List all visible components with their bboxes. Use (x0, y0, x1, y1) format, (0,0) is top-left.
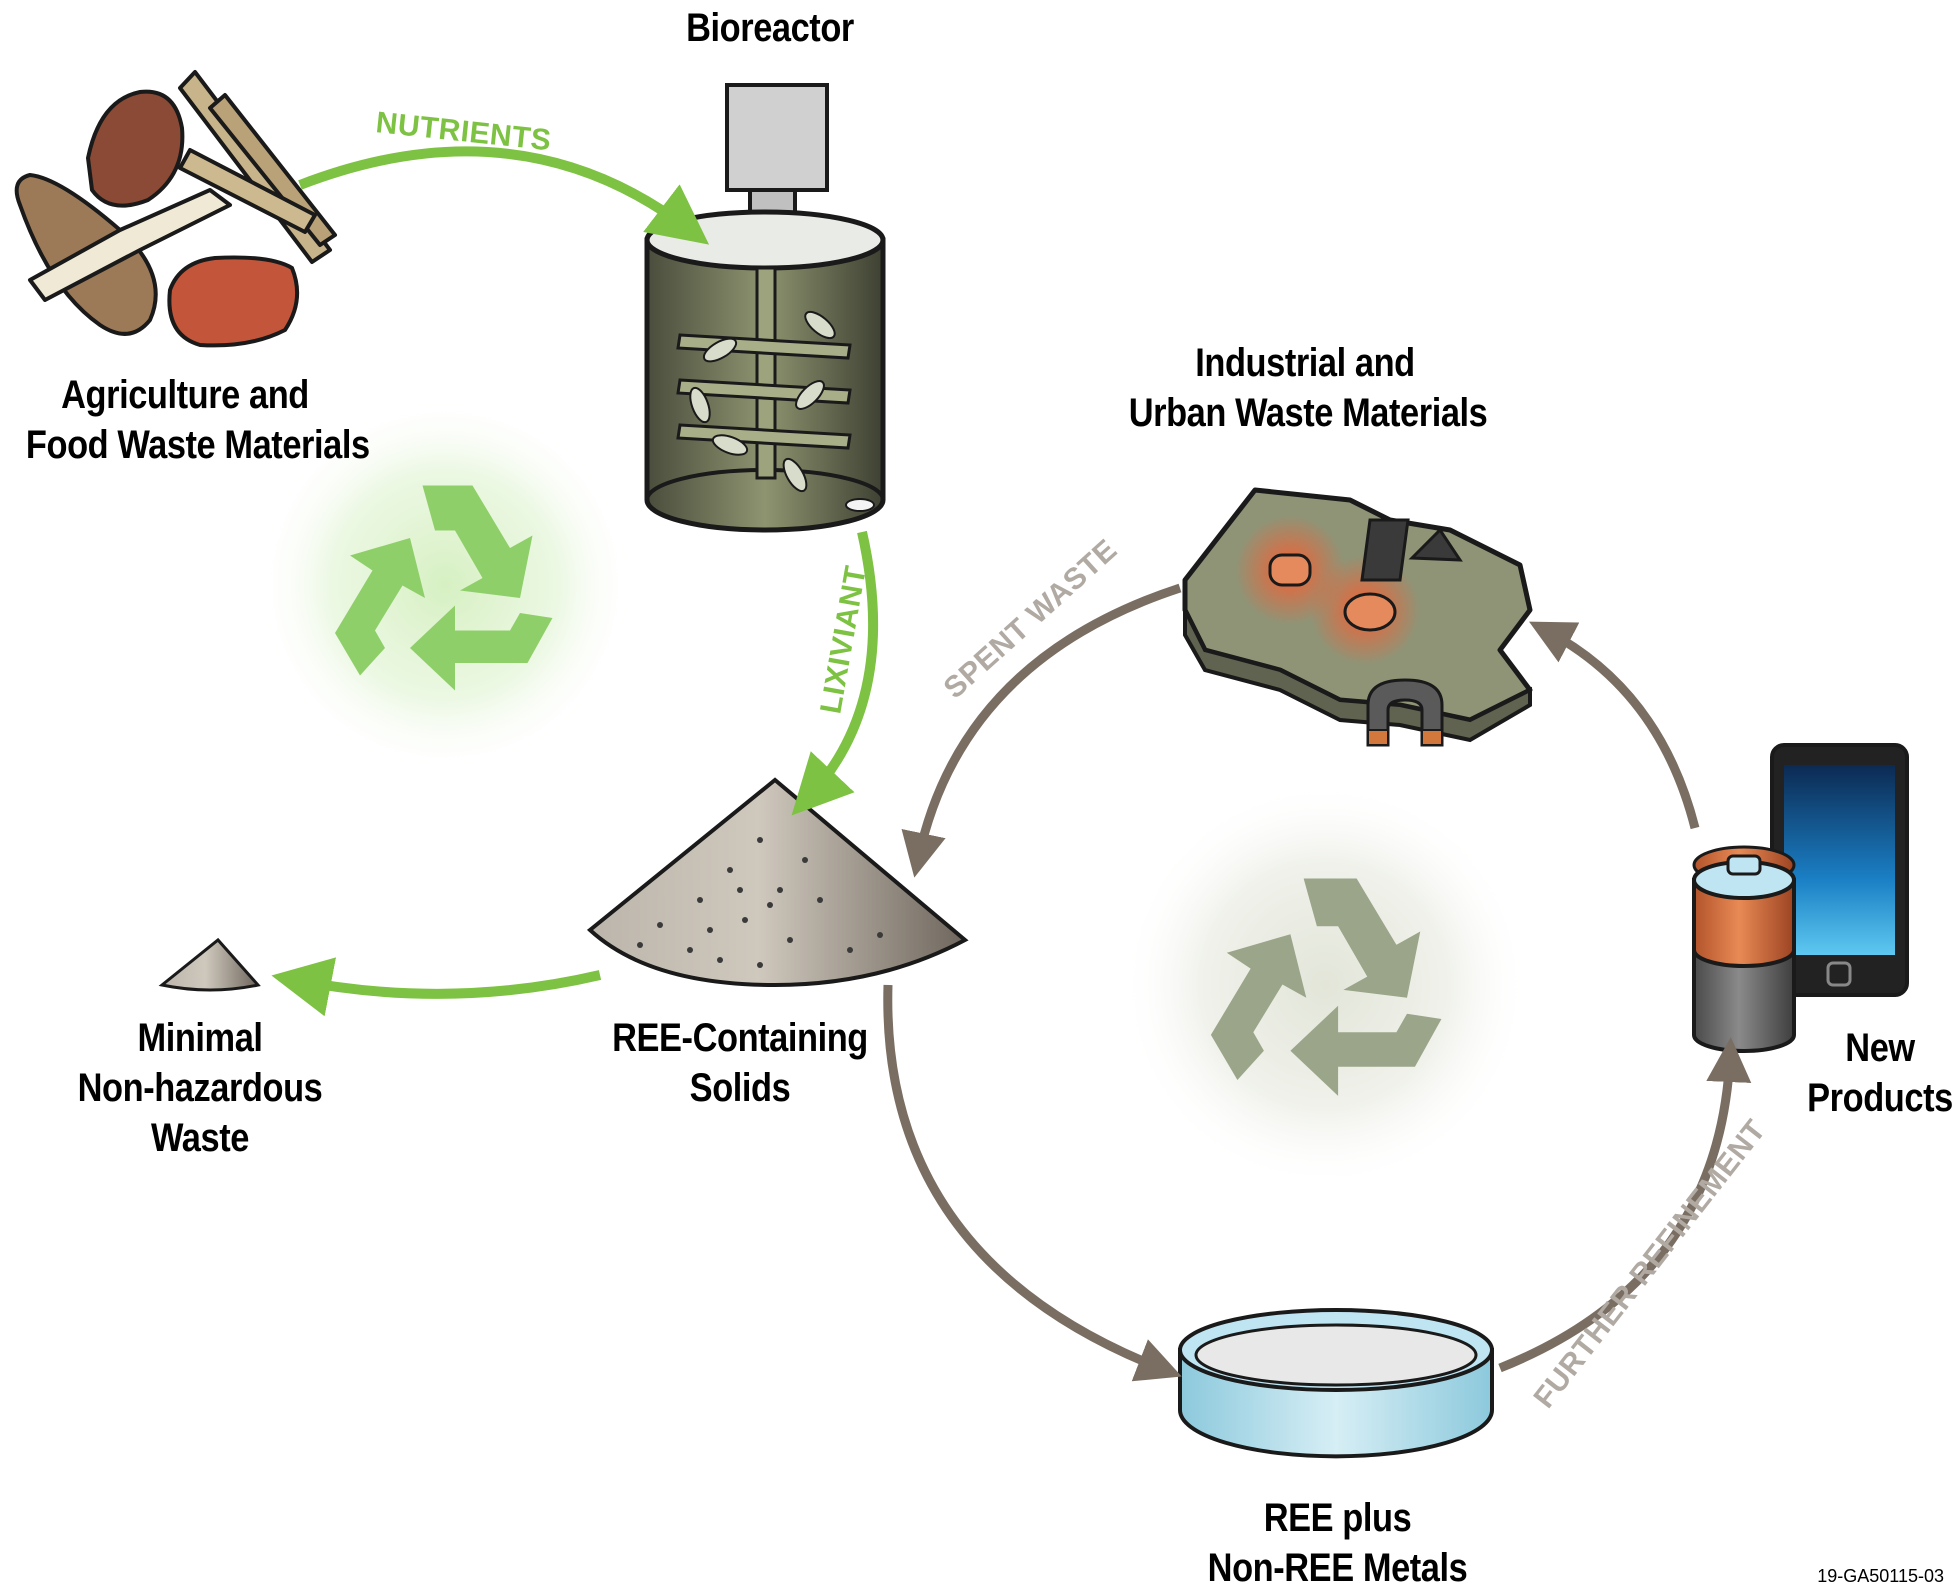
to-metals-arrow (883, 984, 1182, 1382)
spent-waste-arrow (901, 583, 1182, 878)
ree-solids-label-line2: Solids (689, 1066, 791, 1110)
industrial-waste-illustration (1182, 487, 1533, 747)
industrial-label: Industrial and Urban Waste Materials (1128, 338, 1488, 438)
minimal-waste-label-line2: Non-hazardous (77, 1066, 323, 1110)
agriculture-label-line1: Agriculture and (61, 373, 309, 417)
ree-metals-label-line1: REE plus (1263, 1496, 1412, 1540)
olive-glow (1120, 780, 1530, 1190)
minimal-waste-pile (158, 937, 261, 992)
industrial-label-line2: Urban Waste Materials (1128, 391, 1488, 435)
industrial-label-line1: Industrial and (1195, 341, 1415, 385)
ree-metals-dish-illustration (1178, 1308, 1494, 1459)
further-refinement-arrow (1498, 1037, 1752, 1373)
recycle-green-group (255, 395, 635, 775)
bioreactor-illustration (644, 83, 886, 533)
minimal-waste-label-line3: Waste (151, 1116, 249, 1160)
green-glow (255, 395, 635, 775)
ree-metals-label: REE plus Non-REE Metals (1202, 1493, 1473, 1593)
new-products-label-line2: Products (1807, 1076, 1953, 1120)
bioreactor-label-text: Bioreactor (686, 6, 854, 50)
ree-metals-label-line2: Non-REE Metals (1207, 1546, 1468, 1590)
agriculture-label-line2: Food Waste Materials (25, 423, 370, 467)
to-industrial-arrow (1529, 621, 1700, 830)
ree-solids-label: REE-Containing Solids (611, 1013, 869, 1113)
ree-solids-label-line1: REE-Containing (612, 1016, 868, 1060)
further-refinement-label: FURTHER REFINEMENT (1528, 1114, 1773, 1415)
bioreactor-label: Bioreactor (667, 3, 873, 53)
minimal-waste-label-line1: Minimal (137, 1016, 263, 1060)
minimal-waste-label: Minimal Non-hazardous Waste (71, 1013, 329, 1163)
recycle-olive-group (1120, 780, 1530, 1190)
lixiviant-arrow (791, 530, 879, 816)
nutrients-arrow (298, 146, 710, 245)
new-products-label-line1: New (1845, 1026, 1915, 1070)
waste-arrow (271, 957, 602, 1017)
ree-solids-cone (586, 777, 969, 988)
new-products-label: New Products (1794, 1023, 1956, 1123)
agriculture-label: Agriculture and Food Waste Materials (25, 370, 370, 470)
figure-code: 19-GA50115-03 (1817, 1566, 1944, 1586)
new-products-illustration (1692, 743, 1909, 1053)
agriculture-waste-illustration (14, 70, 337, 348)
